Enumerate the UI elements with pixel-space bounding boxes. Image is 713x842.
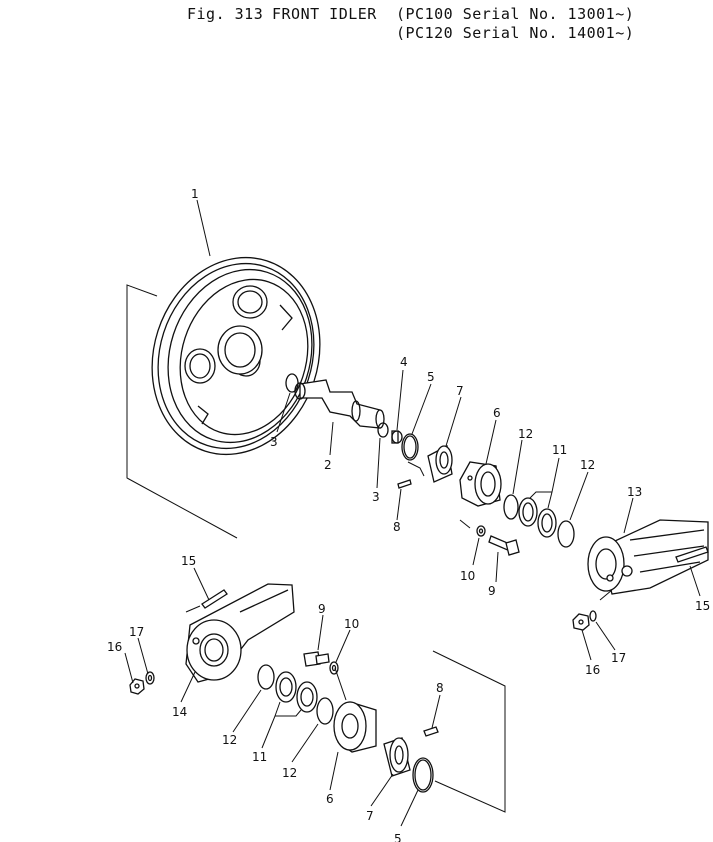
callout-11-lower: 11 [252, 750, 267, 764]
callout-7-upper: 7 [456, 384, 464, 398]
bolt-upper [488, 535, 520, 556]
o-ring-lower-a [257, 664, 275, 690]
callout-12-upper-a: 12 [518, 427, 533, 441]
bolt-lower [303, 651, 330, 667]
plug [391, 430, 403, 444]
callout-3-left: 3 [270, 435, 278, 449]
o-ring-large-lower [412, 757, 434, 793]
callout-2: 2 [324, 458, 332, 472]
callout-12-upper-b: 12 [580, 458, 595, 472]
floating-seal-lower [275, 671, 318, 713]
callout-4: 4 [400, 355, 408, 369]
figure-header: Fig. 313 FRONT IDLER (PC100 Serial No. 1… [0, 0, 713, 50]
washer-left [145, 671, 155, 685]
nut-right [572, 613, 590, 631]
serial-note-pc120: (PC120 Serial No. 14001~) [396, 24, 635, 42]
bushing-lower [383, 737, 411, 777]
callout-9-lower: 9 [318, 602, 326, 616]
o-ring-left [285, 373, 299, 393]
callout-9-upper: 9 [488, 584, 496, 598]
yoke-left [185, 583, 295, 683]
callout-13: 13 [627, 485, 642, 499]
callout-1: 1 [191, 187, 199, 201]
washer-right [589, 610, 597, 622]
o-ring-upper-b [557, 520, 575, 548]
support-lower [333, 701, 377, 753]
dowel-pin-right [675, 546, 709, 563]
floating-seal-upper [518, 497, 557, 538]
o-ring-upper-a [503, 494, 519, 520]
callout-6-lower: 6 [326, 792, 334, 806]
callout-16-left: 16 [107, 640, 122, 654]
callout-11-upper: 11 [552, 443, 567, 457]
callout-10-upper: 10 [460, 569, 475, 583]
callout-labels: 1 2 3 3 4 5 5 6 6 7 7 8 8 9 9 10 10 11 1… [107, 187, 710, 842]
callout-17-left: 17 [129, 625, 144, 639]
serial-note-pc100: (PC100 Serial No. 13001~) [396, 5, 635, 23]
yoke-right [587, 519, 709, 595]
assembly-bracket-lower [432, 650, 506, 813]
leader-lines [124, 199, 701, 827]
callout-8-lower: 8 [436, 681, 444, 695]
callout-15-left: 15 [181, 554, 196, 568]
idler-wheel [151, 256, 321, 456]
nut-left [129, 678, 145, 695]
figure-number: Fig. 313 [187, 5, 264, 23]
bushing-upper [427, 445, 453, 483]
callout-3-right: 3 [372, 490, 380, 504]
callout-8-upper: 8 [393, 520, 401, 534]
support-upper [459, 461, 502, 507]
assembly-bracket-upper [126, 284, 238, 539]
callout-10-lower: 10 [344, 617, 359, 631]
o-ring-large-upper [401, 433, 419, 461]
callout-17-right: 17 [611, 651, 626, 665]
callout-5-upper: 5 [427, 370, 435, 384]
dowel-pin-left [201, 589, 228, 609]
callout-12-lower-a: 12 [222, 733, 237, 747]
callout-14: 14 [172, 705, 187, 719]
o-ring-lower-b [316, 697, 334, 725]
pin-upper [397, 479, 412, 489]
washer-upper [476, 525, 486, 537]
callout-6-upper: 6 [493, 406, 501, 420]
callout-16-right: 16 [585, 663, 600, 677]
callout-12-lower-b: 12 [282, 766, 297, 780]
pin-lower [423, 726, 439, 737]
callout-7-lower: 7 [366, 809, 374, 823]
o-ring-right [377, 422, 389, 438]
callout-5-lower: 5 [394, 832, 402, 842]
figure-title: FRONT IDLER [272, 5, 377, 23]
callout-15-right: 15 [695, 599, 710, 613]
idler-shaft [294, 379, 385, 429]
